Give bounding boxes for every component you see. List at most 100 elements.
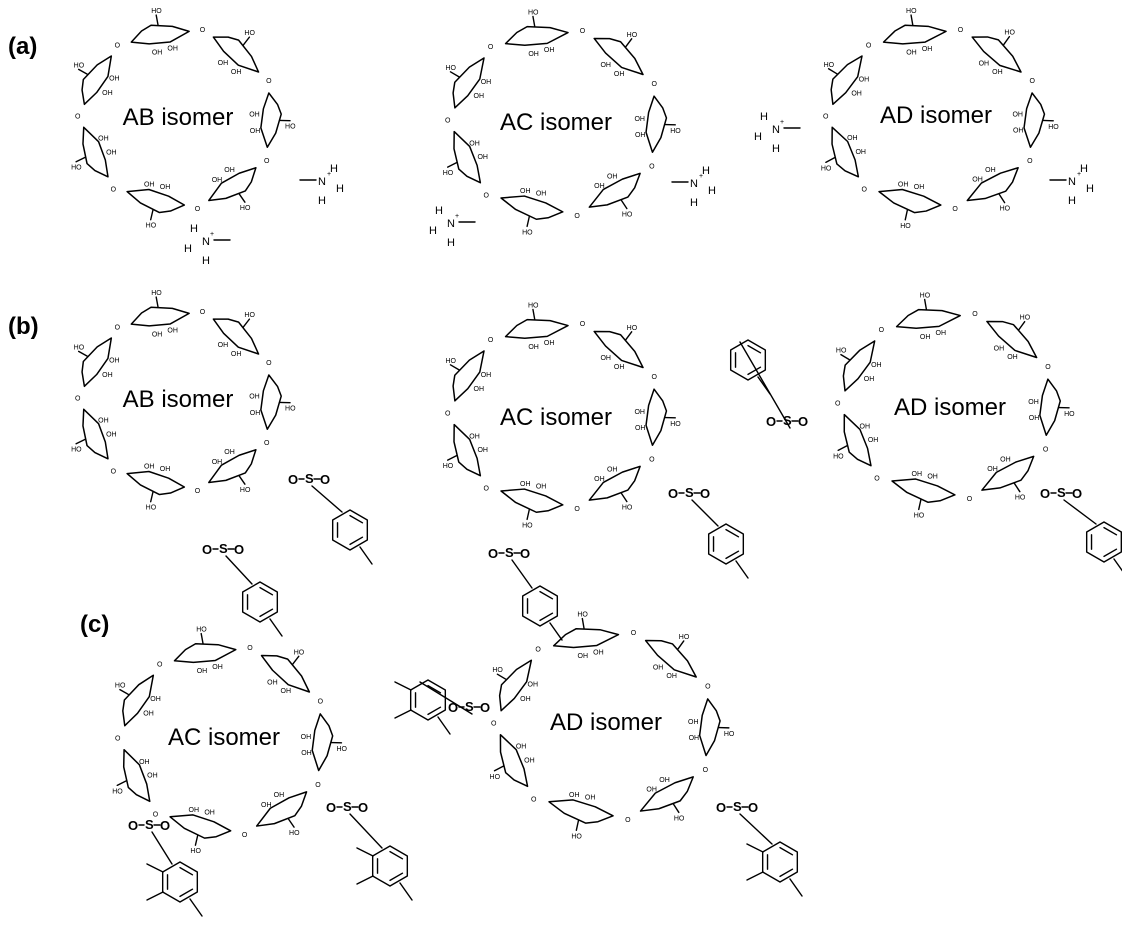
hydroxyl-label: OH bbox=[653, 665, 664, 672]
glycosidic-oxygen: O bbox=[264, 158, 270, 165]
hydroxyl-label: OH bbox=[1028, 399, 1039, 406]
hydrogen-atom: H bbox=[318, 195, 326, 207]
molecule-c-ad: OOHOHHOOOHOHHOOOHOHHOOOHOHHOOOHOHHOOOHOH… bbox=[394, 612, 803, 897]
sulfur-atom: S bbox=[145, 817, 154, 832]
glycosidic-oxygen: O bbox=[1029, 78, 1035, 85]
glucose-unit bbox=[499, 733, 529, 788]
hydroxyl-label: OH bbox=[109, 358, 120, 365]
tolyl-ring bbox=[241, 581, 279, 623]
hydroxyl-label: HO bbox=[1015, 495, 1026, 502]
hydroxyl-label: OH bbox=[635, 425, 646, 432]
hydroxymethyl-bond bbox=[292, 655, 300, 665]
hydroxymethyl-bond bbox=[532, 308, 536, 320]
hydroxyl-label: OH bbox=[189, 807, 200, 814]
charge-sign: + bbox=[210, 231, 214, 238]
glucose-unit bbox=[843, 413, 872, 467]
aromatic-bond bbox=[779, 846, 794, 856]
nitrogen-atom: N bbox=[690, 178, 698, 190]
hydroxyl-label: OH bbox=[536, 191, 547, 198]
isomer-title-a-ac: AC isomer bbox=[500, 109, 612, 136]
glycosidic-oxygen: O bbox=[315, 782, 321, 789]
tolyl-ring bbox=[707, 523, 745, 565]
hydroxyl-label: HO bbox=[627, 32, 638, 39]
glycosidic-oxygen: O bbox=[491, 721, 497, 728]
hydroxyl-label: HO bbox=[906, 8, 917, 15]
hydroxyl-label: HO bbox=[244, 312, 255, 319]
hydroxyl-label: OH bbox=[689, 735, 700, 742]
panel-label-b: (b) bbox=[8, 313, 39, 340]
hydrogen-atom: H bbox=[202, 255, 210, 267]
glucose-unit bbox=[593, 330, 644, 369]
aromatic-bond bbox=[179, 866, 194, 876]
aromatic-bond bbox=[349, 536, 364, 546]
methyl-bond bbox=[399, 882, 413, 901]
hydroxyl-label: OH bbox=[152, 50, 163, 57]
hydroxyl-label: HO bbox=[1064, 411, 1075, 418]
glucose-unit bbox=[593, 37, 644, 76]
hydrogen-atom: H bbox=[772, 143, 780, 155]
hydroxyl-label: OH bbox=[528, 344, 539, 351]
glycosidic-oxygen: O bbox=[574, 213, 580, 220]
hydroxyl-label: OH bbox=[985, 167, 996, 174]
hydrogen-atom: H bbox=[330, 163, 338, 175]
glucose-unit bbox=[126, 470, 186, 496]
sulfonyl-oxygen: O bbox=[766, 414, 776, 429]
hydroxyl-label: HO bbox=[1020, 315, 1031, 322]
hydroxymethyl-bond bbox=[496, 673, 507, 681]
sulfonyl-oxygen: O bbox=[326, 800, 336, 815]
methyl-bond bbox=[757, 376, 771, 395]
hydroxyl-label: OH bbox=[594, 476, 605, 483]
hydroxyl-label: OH bbox=[659, 777, 670, 784]
hydroxyl-label: HO bbox=[577, 612, 588, 619]
tolyl-ring bbox=[331, 509, 369, 551]
hydroxyl-label: HO bbox=[190, 848, 201, 855]
hydroxymethyl-bond bbox=[532, 15, 536, 27]
glycosidic-oxygen: O bbox=[484, 193, 490, 200]
hydroxymethyl-bond bbox=[238, 475, 246, 485]
glycosidic-oxygen: O bbox=[111, 186, 117, 193]
glycosidic-oxygen: O bbox=[952, 206, 958, 213]
hydroxyl-label: OH bbox=[912, 471, 923, 478]
hydroxyl-label: OH bbox=[607, 173, 618, 180]
hydroxyl-label: OH bbox=[1007, 354, 1018, 361]
tolyl-ring bbox=[521, 585, 559, 627]
sulfonyl-oxygen: O bbox=[358, 800, 368, 815]
hydroxyl-label: OH bbox=[212, 459, 223, 466]
methyl-bond bbox=[746, 843, 764, 853]
hydrogen-atom: H bbox=[435, 205, 443, 217]
glycosidic-oxygen: O bbox=[195, 206, 201, 213]
hydrogen-atom: H bbox=[1080, 163, 1088, 175]
sulfur-aryl-bond bbox=[1063, 499, 1097, 525]
hydroxymethyl-bond bbox=[1018, 320, 1026, 331]
hydroxyl-label: OH bbox=[898, 181, 909, 188]
hydroxyl-label: HO bbox=[528, 9, 539, 16]
hydroxymethyl-bond bbox=[620, 492, 628, 503]
hydroxyl-label: HO bbox=[336, 746, 347, 753]
glucose-unit bbox=[260, 92, 282, 149]
glycosidic-oxygen: O bbox=[266, 360, 272, 367]
glucose-unit bbox=[504, 318, 569, 340]
panel-label-a: (a) bbox=[8, 33, 37, 60]
aromatic-bond bbox=[389, 872, 404, 882]
hydroxymethyl-bond bbox=[200, 632, 204, 645]
hydroxymethyl-bond bbox=[75, 438, 86, 445]
hydroxyl-label: OH bbox=[600, 355, 611, 362]
glycosidic-oxygen: O bbox=[488, 44, 494, 51]
hydroxyl-label: HO bbox=[490, 774, 501, 781]
hydroxymethyl-bond bbox=[446, 454, 458, 461]
hydroxymethyl-bond bbox=[242, 318, 251, 328]
hydroxyl-label: OH bbox=[851, 91, 862, 98]
hydroxyl-label: OH bbox=[585, 794, 596, 801]
hydroxyl-label: HO bbox=[622, 212, 633, 219]
sulfur-atom: S bbox=[219, 541, 228, 556]
hydroxyl-label: OH bbox=[520, 481, 531, 488]
methyl-bond bbox=[746, 871, 764, 881]
glycosidic-oxygen: O bbox=[484, 486, 490, 493]
hydroxyl-label: OH bbox=[927, 474, 938, 481]
hydroxyl-label: OH bbox=[922, 46, 933, 53]
sulfur-aryl-bond bbox=[511, 559, 533, 589]
glucose-unit bbox=[122, 748, 151, 803]
glucose-unit bbox=[126, 188, 186, 214]
hydroxymethyl-bond bbox=[825, 156, 836, 164]
hydroxyl-label: OH bbox=[218, 60, 229, 67]
